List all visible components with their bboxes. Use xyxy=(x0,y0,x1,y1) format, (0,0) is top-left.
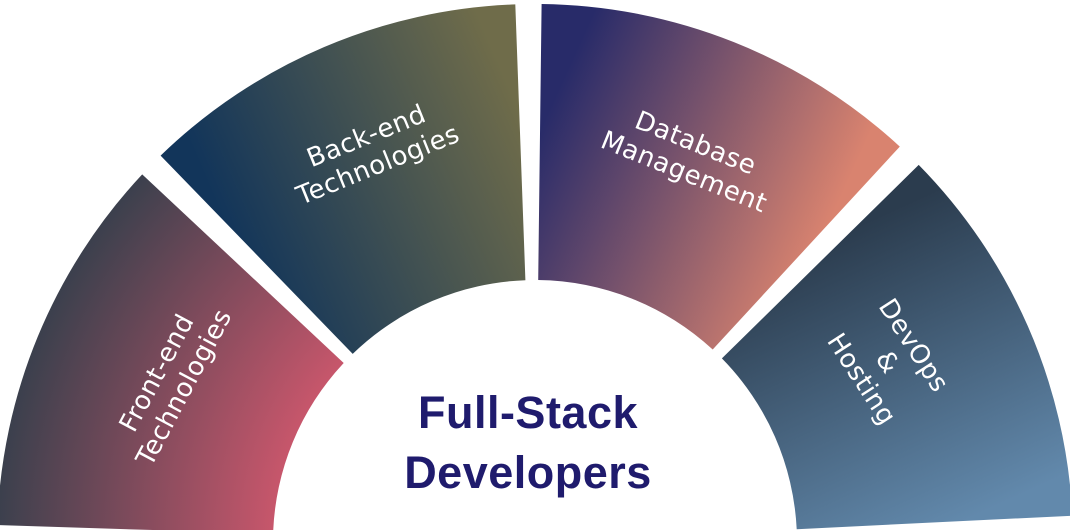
diagram-title-line2: Developers xyxy=(404,447,652,498)
segment-front-end xyxy=(0,174,344,530)
segment-database xyxy=(538,4,900,350)
segment-back-end xyxy=(160,4,526,354)
diagram-title-line1: Full-Stack xyxy=(417,387,639,438)
diagram-title: Full-Stack Developers xyxy=(278,383,778,503)
segment-devops xyxy=(721,164,1070,530)
center-circle xyxy=(307,314,763,530)
segments-group: Front-endTechnologiesBack-endTechnologie… xyxy=(0,4,1070,530)
